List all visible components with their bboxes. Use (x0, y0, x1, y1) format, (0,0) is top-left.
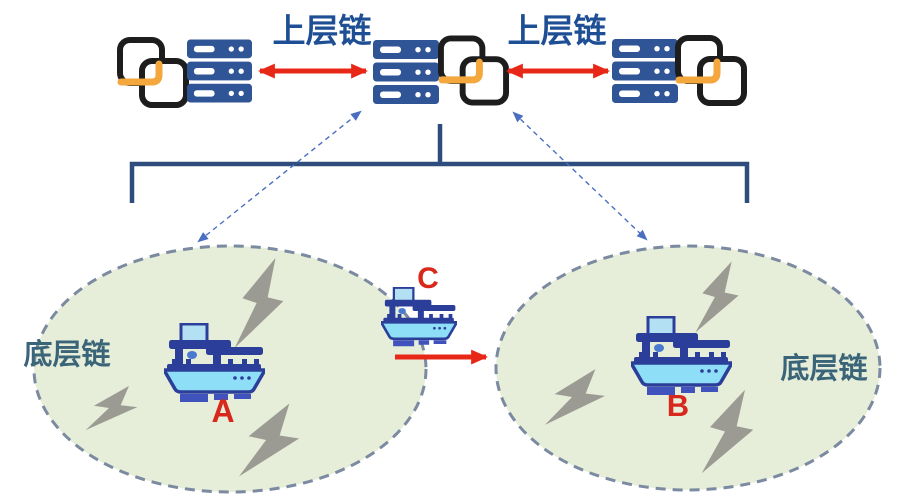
upper-chain-node-2 (373, 38, 506, 104)
server-stack-icon (187, 39, 252, 103)
chain-link-icon (441, 38, 506, 102)
lower-chain-label-right: 底层链 (780, 351, 867, 385)
chain-link-icon (120, 40, 186, 105)
upper-chain-node-3 (612, 38, 744, 103)
ship-c-icon (381, 287, 457, 347)
anchor-bracket (129, 161, 750, 203)
ship-a-label: A (211, 393, 234, 429)
dashed-link-arrow-right (512, 111, 648, 241)
ship-c-label: C (417, 262, 439, 295)
upper-chain-node-1 (120, 39, 252, 105)
server-stack-icon (373, 40, 439, 104)
chain-link-icon (678, 38, 744, 103)
upper-chain-label-2: 上层链 (508, 12, 607, 49)
dashed-link-arrow-left (197, 110, 362, 243)
server-stack-icon (612, 39, 678, 103)
upper-chain-label-1: 上层链 (273, 12, 372, 49)
ship-b-label: B (667, 388, 689, 423)
lower-chain-label-left: 底层链 (23, 337, 110, 371)
